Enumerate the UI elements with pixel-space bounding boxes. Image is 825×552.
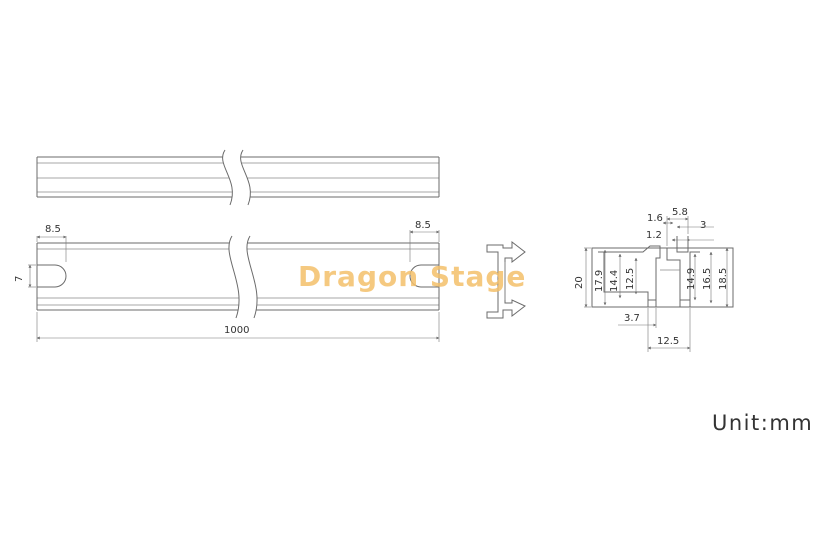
dim-bottom-3-7: 3.7 (618, 308, 657, 328)
dim-top-5-8: 5.8 (666, 207, 689, 246)
dim-bottom-12-5: 12.5 (647, 308, 691, 352)
dim-text-1-2: 1.2 (646, 230, 662, 241)
dim-text-16-5: 16.5 (702, 268, 713, 290)
dim-top-3: 3 (676, 220, 714, 231)
dim-height-14-4: 14.4 (609, 253, 622, 299)
dim-text-20: 20 (574, 276, 585, 289)
watermark-text: Dragon Stage (298, 260, 526, 293)
dim-height-12-5: 12.5 (625, 257, 638, 295)
dim-text-12-5-bottom: 12.5 (657, 336, 679, 347)
dim-top-1-6: 1.6 (647, 213, 674, 225)
front-view (36, 235, 440, 319)
dim-text-1-6: 1.6 (647, 213, 663, 224)
dim-height-17-9: 17.9 (594, 249, 607, 306)
dim-total-length: 1000 (36, 312, 440, 342)
dim-text-17-9: 17.9 (594, 270, 605, 292)
top-view (36, 149, 440, 206)
dim-text-3: 3 (700, 220, 706, 231)
dim-text-5-8: 5.8 (672, 207, 688, 218)
dim-text-18-5: 18.5 (718, 268, 729, 290)
slot-right (409, 264, 439, 288)
cross-section (591, 236, 734, 308)
dim-text-8-5-left: 8.5 (45, 224, 61, 235)
dim-height-16-5: 16.5 (702, 251, 713, 304)
dim-height-14-9: 14.9 (686, 253, 697, 301)
dim-text-1000: 1000 (224, 325, 249, 336)
dim-slot-left: 8.5 (36, 224, 67, 262)
dim-text-14-4: 14.4 (609, 270, 620, 292)
dim-text-8-5-right: 8.5 (415, 220, 431, 231)
dim-slot-right: 8.5 (409, 220, 440, 262)
unit-label: Unit:mm (712, 411, 814, 435)
dim-text-3-7: 3.7 (624, 313, 640, 324)
dim-text-12-5: 12.5 (625, 268, 636, 290)
dim-height-20: 20 (574, 247, 591, 308)
slot-left (37, 264, 67, 288)
dim-height-18-5: 18.5 (718, 247, 729, 308)
dim-top-1-2: 1.2 (646, 230, 714, 242)
dim-slot-height: 7 (14, 264, 36, 288)
dim-text-14-9: 14.9 (686, 268, 697, 290)
side-profile-small (486, 240, 526, 319)
dim-text-7: 7 (14, 276, 25, 282)
